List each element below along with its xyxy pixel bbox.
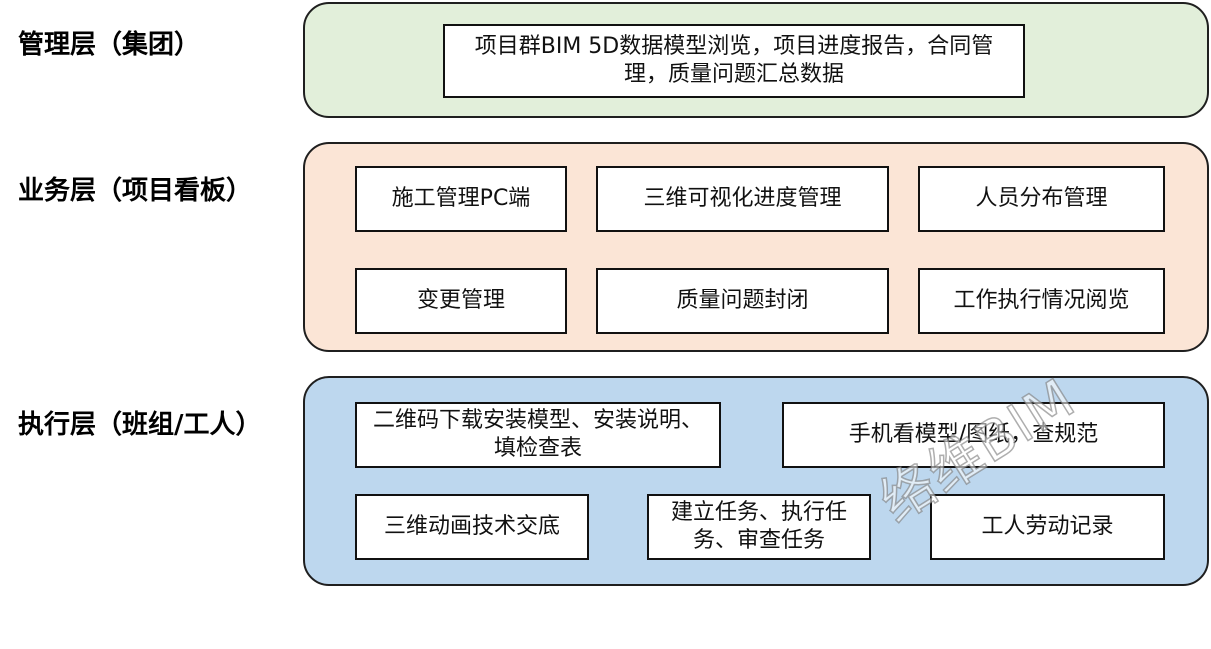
execution-layer-label: 执行层（班组/工人） <box>18 410 262 440</box>
business-layer-panel: 施工管理PC端 三维可视化进度管理 人员分布管理 变更管理 质量问题封闭 工作执… <box>303 142 1209 352</box>
business-item-3d-progress: 三维可视化进度管理 <box>596 166 889 232</box>
business-item-work-review: 工作执行情况阅览 <box>918 268 1165 334</box>
business-item-change-management: 变更管理 <box>355 268 567 334</box>
business-item-quality-closure: 质量问题封闭 <box>596 268 889 334</box>
business-layer-label: 业务层（项目看板） <box>18 176 253 206</box>
management-item-portfolio: 项目群BIM 5D数据模型浏览，项目进度报告，合同管理，质量问题汇总数据 <box>443 24 1025 98</box>
execution-item-labor-record: 工人劳动记录 <box>930 494 1165 560</box>
business-item-staff-distribution: 人员分布管理 <box>918 166 1165 232</box>
execution-layer-panel: 二维码下载安装模型、安装说明、填检查表 手机看模型/图纸，查规范 三维动画技术交… <box>303 376 1209 586</box>
execution-item-qr-download: 二维码下载安装模型、安装说明、填检查表 <box>355 402 721 468</box>
business-item-pc-construction: 施工管理PC端 <box>355 166 567 232</box>
execution-item-3d-animation: 三维动画技术交底 <box>355 494 589 560</box>
execution-item-task-management: 建立任务、执行任务、审查任务 <box>647 494 871 560</box>
management-layer-panel: 项目群BIM 5D数据模型浏览，项目进度报告，合同管理，质量问题汇总数据 <box>303 2 1209 118</box>
management-layer-label: 管理层（集团） <box>18 30 201 60</box>
execution-item-mobile-model: 手机看模型/图纸，查规范 <box>782 402 1165 468</box>
